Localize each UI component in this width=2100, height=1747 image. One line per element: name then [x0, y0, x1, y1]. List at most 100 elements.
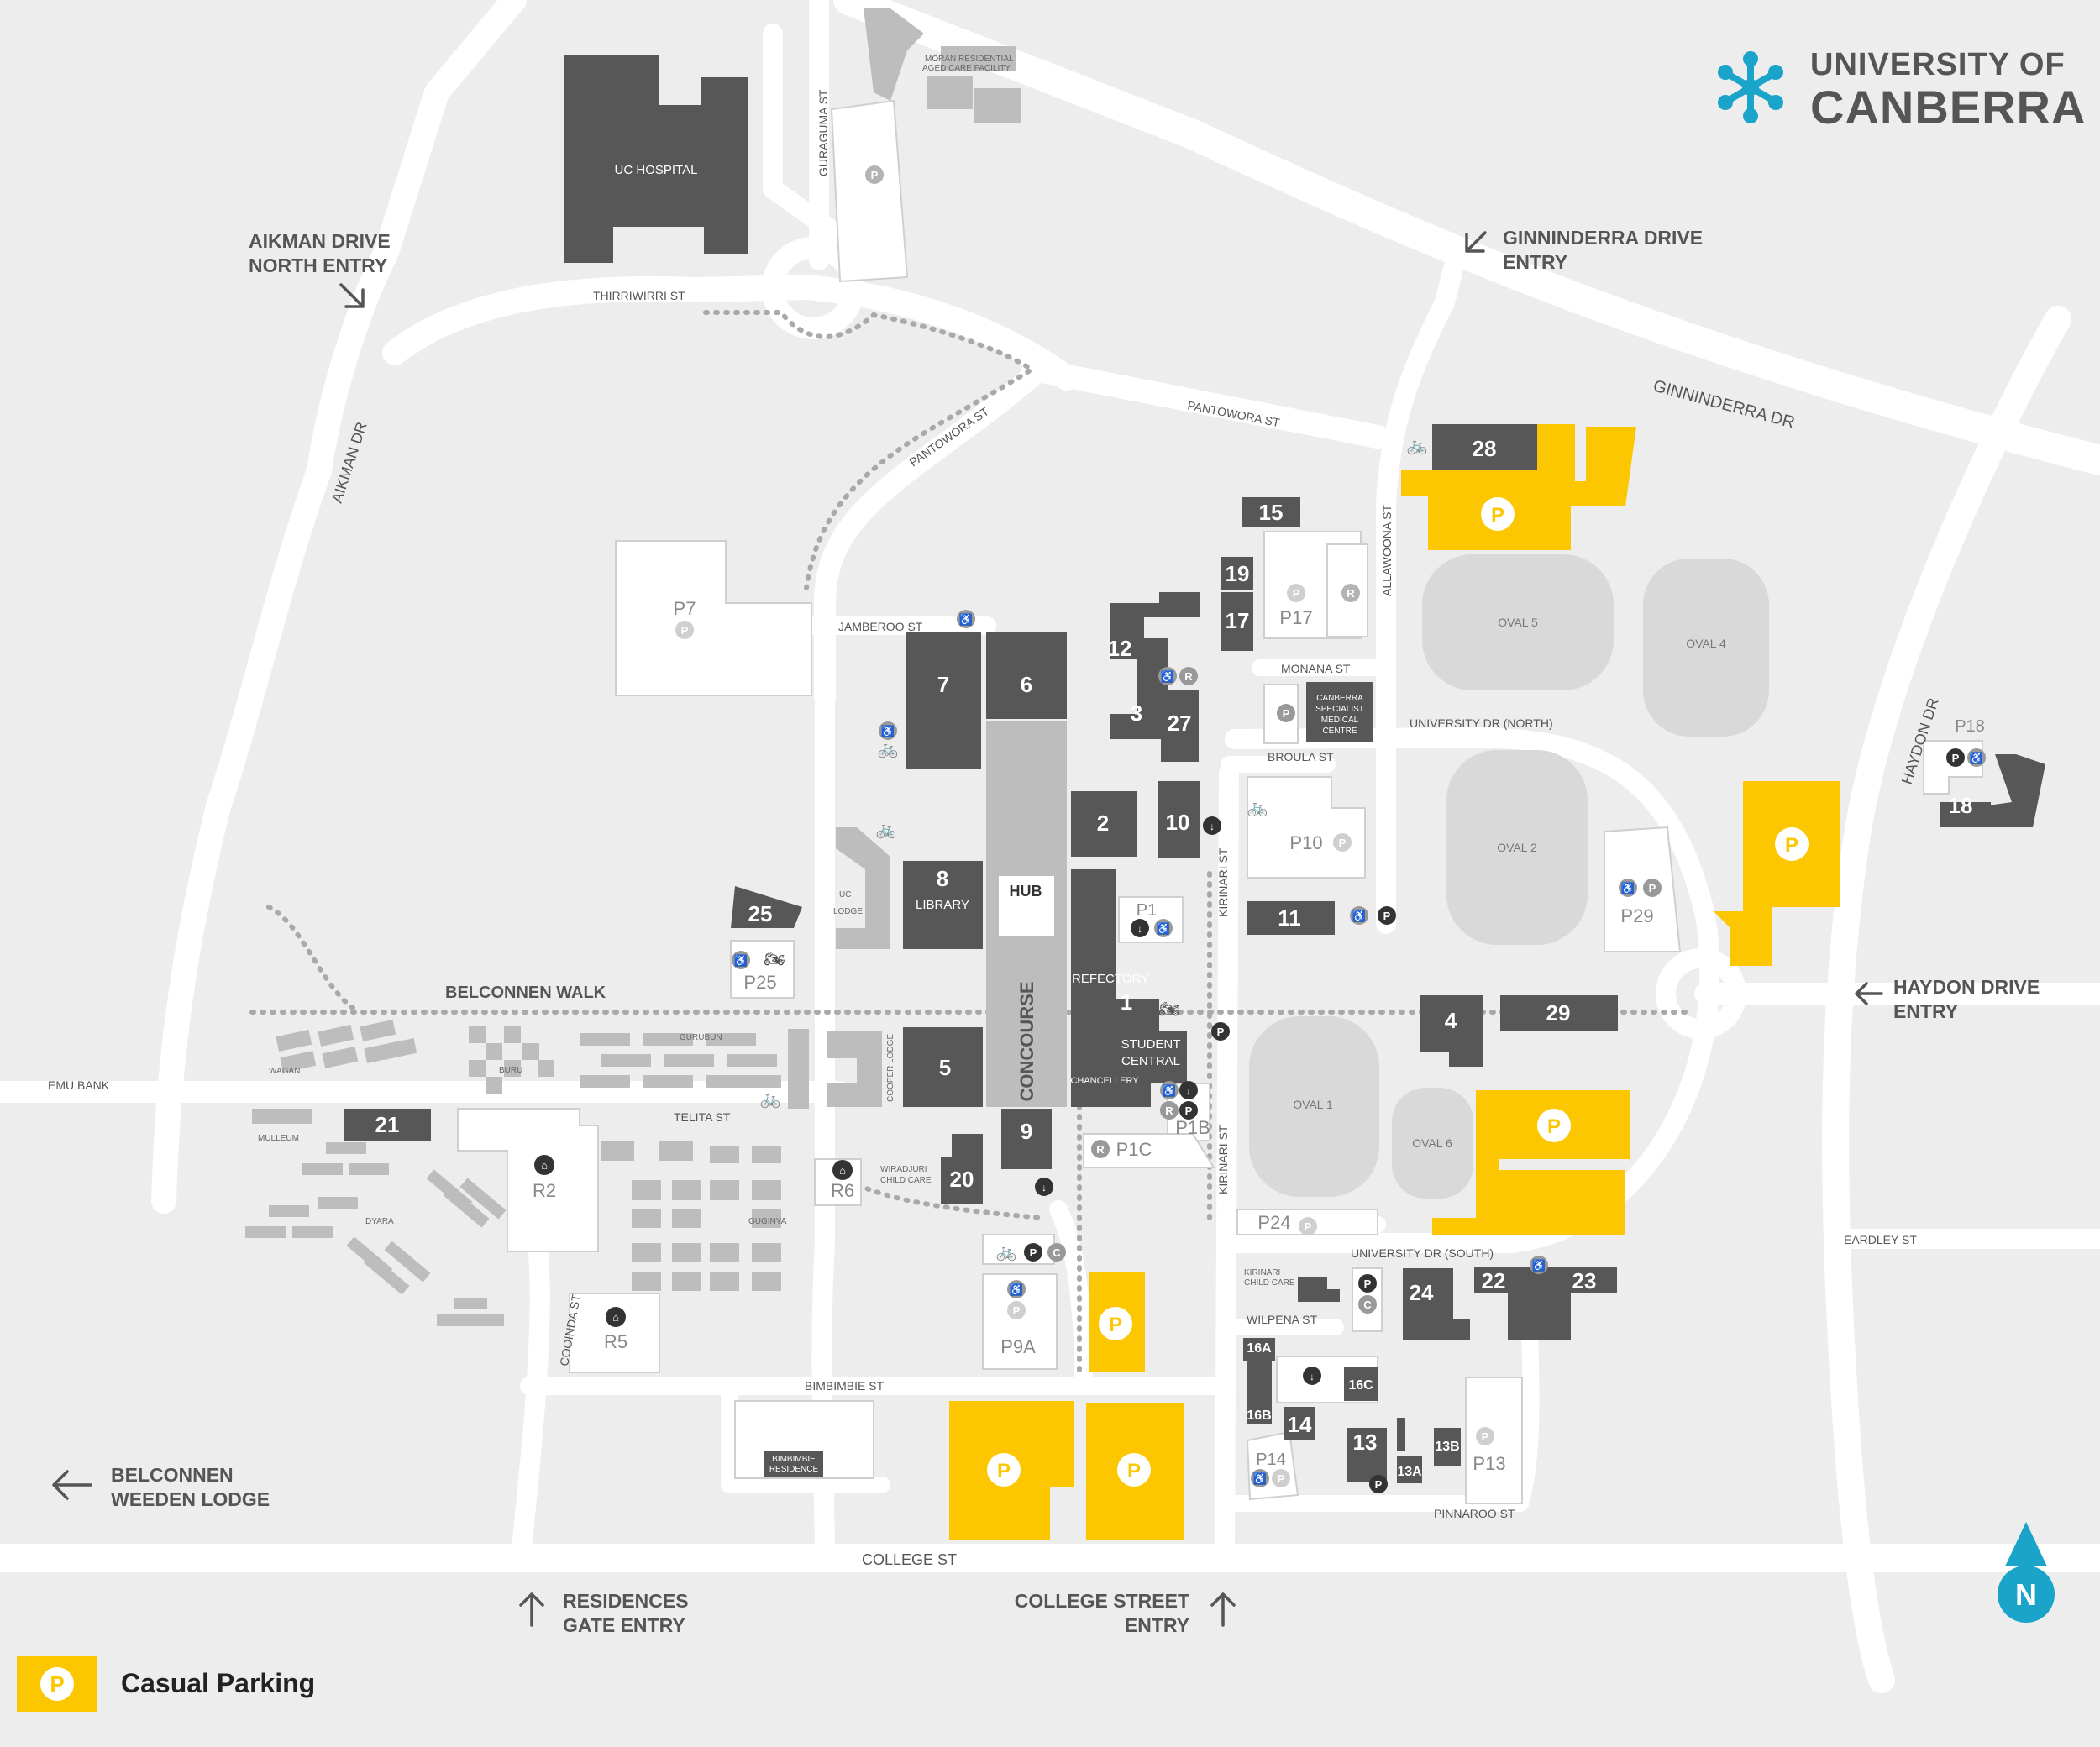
- parking-icon-letter: P: [1030, 1246, 1037, 1259]
- parking-icon: P: [1179, 1101, 1198, 1120]
- p1c-label: P1C: [1116, 1139, 1152, 1160]
- ovals: [1249, 554, 1769, 1199]
- logo-wordmark: UNIVERSITY OF CANBERRA: [1810, 49, 2086, 131]
- reserved-icon-letter: R: [1165, 1104, 1173, 1117]
- accessible-icon: ♿: [1530, 1256, 1548, 1274]
- p18-pad: [1923, 740, 1983, 795]
- casual-parking-swatch: P: [17, 1656, 97, 1712]
- east-roundabout: [1656, 948, 1746, 1039]
- building-12-number: 12: [1108, 636, 1132, 661]
- north-roundabout: [762, 237, 864, 339]
- bimbimbie-res-road: [721, 1386, 890, 1493]
- accessible-icon-glyph: ♿: [1352, 910, 1366, 922]
- oval-4-label: OVAL 4: [1686, 637, 1726, 650]
- r6-label: R6: [831, 1180, 854, 1201]
- drop-off-icon: ↓: [1303, 1367, 1321, 1385]
- accessible-icon: ♿: [1251, 1469, 1269, 1487]
- parking-symbol: P: [1491, 504, 1504, 527]
- wagan-label: WAGAN: [269, 1067, 300, 1076]
- p13-pad: [1465, 1377, 1523, 1504]
- reserved-icon: R: [1341, 584, 1360, 602]
- building-6: [986, 632, 1067, 719]
- p17-label: P17: [1279, 607, 1312, 628]
- building-13a-tower: [1397, 1418, 1405, 1451]
- building-2-number: 2: [1097, 811, 1109, 836]
- oval-6-field: [1392, 1088, 1473, 1199]
- parking-icon: P: [1946, 748, 1965, 767]
- p1c-pad: [1083, 1133, 1215, 1168]
- specialist-medical-centre: [1306, 682, 1373, 742]
- place-labels: MORAN RESIDENTIAL AGED CARE FACILITY UC …: [258, 55, 1295, 1288]
- motorbike-icon: 🏍: [1158, 1000, 1180, 1019]
- student-central-label-2: CENTRAL: [1121, 1054, 1180, 1068]
- building-6-number: 6: [1021, 672, 1032, 697]
- parking-symbol: P: [1785, 834, 1798, 857]
- wagan-residences: [276, 1020, 417, 1073]
- ginninderra-arrow-icon: [1465, 231, 1487, 253]
- kirinari-label-1: KIRINARI ST: [1216, 847, 1230, 917]
- p7-label: P7: [674, 598, 696, 619]
- hospital-loop-road: [763, 24, 854, 249]
- childcare-icon: C: [1047, 1243, 1066, 1262]
- building-13b-number: 13B: [1435, 1440, 1459, 1454]
- pantowora-link-road: [813, 359, 1051, 708]
- parking-icon: P: [865, 165, 884, 184]
- moran-label-2: AGED CARE FACILITY: [922, 64, 1011, 73]
- moran-label-1: MORAN RESIDENTIAL: [925, 55, 1014, 64]
- roads: [0, 0, 2100, 1693]
- building-14-number: 14: [1288, 1412, 1312, 1437]
- building-18: [1982, 754, 2045, 827]
- belconnen-arrow-icon: [52, 1470, 92, 1500]
- thirriwirri-road: [382, 275, 1079, 391]
- residences-arrow-icon: [519, 1592, 544, 1627]
- r2-pad: [457, 1108, 599, 1252]
- p24-label: P24: [1257, 1212, 1290, 1233]
- oval-2-field: [1446, 750, 1588, 945]
- north-letter: N: [2015, 1577, 2037, 1612]
- moran-facility: [864, 8, 924, 101]
- kirinari-road: [1215, 763, 1239, 1556]
- reserved-icon: R: [1160, 1101, 1179, 1120]
- hub-block: [999, 876, 1054, 936]
- drop-off-icon: ↓: [1203, 816, 1221, 835]
- moran-block-2: [974, 88, 1021, 123]
- bimbimbie-label: BIMBIMBIE ST: [805, 1379, 885, 1393]
- parking-icon-letter: P: [1383, 910, 1391, 922]
- accessible-icon-glyph: ♿: [734, 954, 748, 967]
- parking-icon-letter: P: [1649, 882, 1656, 894]
- bicycle-icons: 🚲 🚲 🚲 🚲 🚲 🚲 🏍 🏍: [760, 437, 1428, 1262]
- building-8: [903, 861, 983, 949]
- dyara-residences: [245, 1142, 504, 1326]
- parking-icon-letter: P: [1339, 837, 1347, 849]
- wilpena-label: WILPENA ST: [1247, 1313, 1317, 1326]
- building-16a-number: 16A: [1247, 1341, 1272, 1356]
- casual-parking-28: [1401, 424, 1636, 550]
- building-16b-number: 16B: [1247, 1409, 1271, 1423]
- parking-icon: P: [1024, 1243, 1042, 1262]
- belconnen-entry-line2: WEEDEN LODGE: [111, 1488, 270, 1510]
- p10-pad: [1247, 776, 1366, 879]
- motorbike-icon: 🏍: [764, 950, 785, 968]
- allawoona-upper-road: [1435, 259, 1463, 312]
- haydon-drive-road: [1822, 306, 2071, 1693]
- casual-parking-oval6: [1432, 1090, 1630, 1235]
- parking-icon-letter: P: [1952, 752, 1960, 764]
- concourse-label: CONCOURSE: [1016, 981, 1037, 1101]
- telita-label: TELITA ST: [674, 1110, 731, 1124]
- hospital-parking-pad: [830, 99, 909, 283]
- parking-icon: P: [1476, 1427, 1494, 1445]
- buru-label: BURU: [499, 1066, 522, 1075]
- building-16a: [1243, 1338, 1275, 1361]
- residence-icon: ⌂: [832, 1160, 853, 1180]
- p29-label: P29: [1620, 905, 1653, 926]
- building-1-number: 1: [1121, 989, 1132, 1015]
- drop-off-glyph: ↓: [1186, 1085, 1191, 1097]
- parking-icon-letter: P: [1375, 1478, 1383, 1491]
- parking-icon-letter: P: [871, 169, 879, 181]
- casual-parking-symbols: P P P P P P: [987, 497, 1809, 1487]
- specialist-label-2: SPECIALIST: [1315, 705, 1364, 714]
- building-8-number: 8: [937, 866, 948, 891]
- drop-off-glyph: ↓: [1137, 923, 1142, 935]
- kirinari-childcare-label-2: CHILD CARE: [1244, 1278, 1295, 1288]
- bicycle-icon: 🚲: [1407, 437, 1428, 455]
